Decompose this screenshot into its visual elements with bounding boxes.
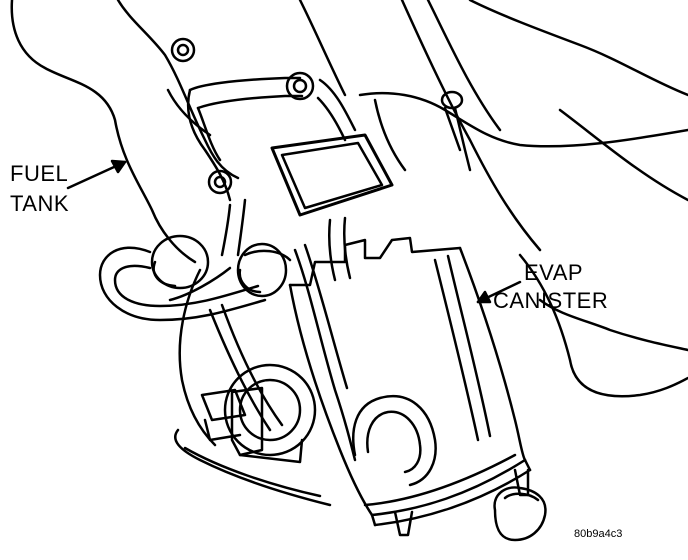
hose-connector xyxy=(150,234,292,298)
retaining-clip xyxy=(440,90,472,172)
purge-valve xyxy=(200,363,317,464)
leader-arrow-fuel-tank xyxy=(66,159,127,190)
evap-canister-body xyxy=(288,236,532,527)
figure-code: 80b9a4c3 xyxy=(574,528,623,540)
lower-hose-loop xyxy=(352,395,437,487)
fuel-tank-label-line1: FUEL xyxy=(10,161,69,186)
vehicle-body-outline xyxy=(298,0,688,398)
canister-bracket xyxy=(174,303,332,507)
evap-canister-label-line1: EVAP xyxy=(524,260,584,285)
leader-arrow-evap-canister xyxy=(476,280,522,304)
purge-hose-loop xyxy=(98,198,267,322)
fuel-tank-label-line2: TANK xyxy=(10,191,70,216)
canister-hoses xyxy=(293,216,357,462)
hose-fitting xyxy=(285,71,315,101)
vent-hose xyxy=(186,76,357,202)
canister-cover xyxy=(270,133,394,217)
fuel-tank-outline xyxy=(10,0,240,447)
evap-canister-label-line2: CANISTER xyxy=(493,288,609,313)
rubber-grommet xyxy=(493,486,547,542)
